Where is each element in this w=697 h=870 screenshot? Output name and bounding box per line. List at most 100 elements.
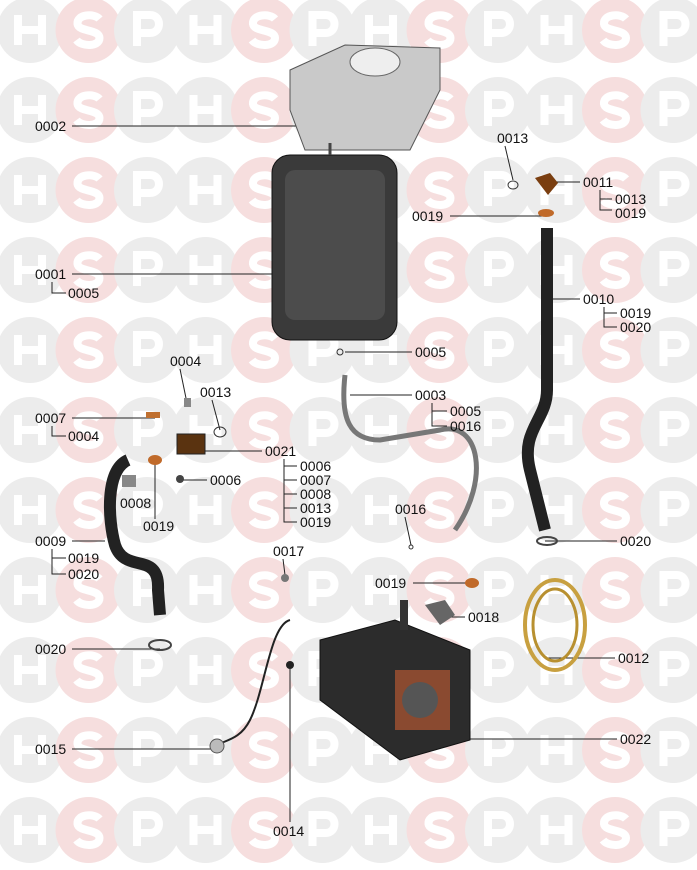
part-number-label[interactable]: 0004 bbox=[170, 353, 202, 369]
watermark-letter-shape bbox=[484, 331, 514, 366]
part-number-label[interactable]: 0017 bbox=[273, 543, 305, 559]
part-number-label[interactable]: 0004 bbox=[68, 428, 100, 444]
watermark-circle bbox=[172, 0, 239, 63]
watermark-circle bbox=[0, 0, 63, 63]
part-number-label[interactable]: 0015 bbox=[35, 741, 67, 757]
watermark-letter-shape bbox=[189, 495, 222, 525]
watermark-circle bbox=[582, 557, 648, 623]
part-number-label[interactable]: 0007 bbox=[35, 410, 67, 426]
part-number-label[interactable]: 0009 bbox=[35, 533, 67, 549]
watermark-circle bbox=[231, 637, 297, 703]
part-number-label[interactable]: 0019 bbox=[615, 205, 647, 221]
flexible-hose-0003 bbox=[341, 374, 479, 532]
watermark-circle bbox=[465, 77, 531, 143]
leader-lines bbox=[51, 125, 617, 822]
watermark-letter-shape bbox=[599, 171, 631, 209]
part-number-label[interactable]: 0001 bbox=[35, 266, 67, 282]
part-number-label[interactable]: 0007 bbox=[300, 472, 332, 488]
sensor-cable-0015 bbox=[209, 348, 414, 754]
watermark-letter-shape bbox=[189, 255, 222, 285]
part-number-label[interactable]: 0005 bbox=[68, 285, 100, 301]
watermark-letter-shape bbox=[484, 811, 514, 846]
watermark-letter-shape bbox=[540, 15, 573, 45]
part-number-label[interactable]: 0019 bbox=[300, 514, 332, 530]
watermark-letter-shape bbox=[599, 731, 631, 769]
watermark-circle bbox=[0, 717, 63, 783]
part-number-label[interactable]: 0013 bbox=[497, 130, 529, 146]
watermark-circle bbox=[640, 637, 697, 703]
watermark-letter-shape bbox=[73, 811, 104, 849]
watermark-circle bbox=[582, 317, 648, 383]
watermark-letter-shape bbox=[308, 731, 339, 766]
watermark-circle bbox=[582, 477, 648, 543]
part-number-label[interactable]: 0019 bbox=[412, 208, 444, 224]
watermark-circle bbox=[465, 0, 531, 63]
watermark-circle bbox=[465, 397, 531, 463]
watermark-letter-shape bbox=[189, 815, 222, 845]
part-number-label[interactable]: 0005 bbox=[415, 344, 447, 360]
watermark-circle bbox=[231, 557, 297, 623]
watermark-letter-shape bbox=[540, 735, 573, 765]
watermark-circle bbox=[114, 477, 180, 543]
part-number-label[interactable]: 0020 bbox=[620, 533, 652, 549]
part-number-label[interactable]: 0003 bbox=[415, 387, 447, 403]
part-number-label[interactable]: 0006 bbox=[300, 458, 332, 474]
watermark-letter-shape bbox=[599, 331, 631, 369]
part-number-label[interactable]: 0013 bbox=[300, 500, 332, 516]
watermark-letter-shape bbox=[73, 331, 104, 369]
watermark-circle bbox=[406, 237, 473, 303]
part-number-label[interactable]: 0020 bbox=[620, 319, 652, 335]
part-number-label[interactable]: 0013 bbox=[615, 191, 647, 207]
part-number-label[interactable]: 0021 bbox=[265, 443, 297, 459]
part-number-label[interactable]: 0012 bbox=[618, 650, 650, 666]
watermark-circle bbox=[582, 77, 648, 143]
part-number-label[interactable]: 0016 bbox=[395, 501, 427, 517]
watermark-letter-shape bbox=[189, 655, 222, 685]
watermark-letter-shape bbox=[14, 575, 46, 605]
watermark-circle bbox=[465, 637, 531, 703]
part-number-label[interactable]: 0022 bbox=[620, 731, 652, 747]
watermark-circle bbox=[114, 317, 180, 383]
part-number-label[interactable]: 0005 bbox=[450, 403, 482, 419]
part-number-label[interactable]: 0020 bbox=[68, 566, 100, 582]
part-number-label[interactable]: 0019 bbox=[375, 575, 407, 591]
watermark-circle bbox=[465, 557, 531, 623]
part-number-label[interactable]: 0019 bbox=[143, 518, 175, 534]
watermark-letter-shape bbox=[365, 575, 397, 605]
watermark-letter-shape bbox=[14, 655, 46, 685]
watermark-letter-shape bbox=[189, 335, 222, 365]
part-number-label[interactable]: 0019 bbox=[620, 305, 652, 321]
watermark-circle bbox=[231, 0, 297, 63]
watermark-letter-shape bbox=[659, 731, 690, 766]
part-number-label[interactable]: 0020 bbox=[35, 641, 67, 657]
watermark-circle bbox=[582, 0, 648, 63]
watermark-circle bbox=[582, 237, 648, 303]
watermark-letter-shape bbox=[14, 175, 46, 205]
watermark-circle bbox=[172, 317, 239, 383]
part-number-label[interactable]: 0008 bbox=[300, 486, 332, 502]
watermark-letter-shape bbox=[659, 651, 690, 686]
pipe-0009 bbox=[104, 412, 172, 651]
part-number-label[interactable]: 0006 bbox=[210, 472, 242, 488]
watermark-circle bbox=[0, 157, 63, 223]
watermark-letter-shape bbox=[189, 175, 222, 205]
part-number-label[interactable]: 0011 bbox=[583, 174, 614, 190]
part-number-label[interactable]: 0013 bbox=[200, 384, 232, 400]
part-number-label[interactable]: 0016 bbox=[450, 418, 482, 434]
part-number-label[interactable]: 0010 bbox=[583, 291, 615, 307]
watermark-letter-shape bbox=[424, 811, 455, 849]
part-number-label[interactable]: 0008 bbox=[120, 495, 152, 511]
watermark-circle bbox=[289, 477, 356, 543]
part-number-label[interactable]: 0014 bbox=[273, 823, 305, 839]
watermark-letter-shape bbox=[599, 91, 631, 129]
part-number-label[interactable]: 0002 bbox=[35, 118, 67, 134]
watermark-letter-shape bbox=[659, 91, 690, 126]
part-number-label[interactable]: 0019 bbox=[68, 550, 100, 566]
watermark-circle bbox=[55, 717, 122, 783]
watermark-circle bbox=[0, 477, 63, 543]
part-number-label[interactable]: 0018 bbox=[468, 609, 500, 625]
watermark-circle bbox=[231, 717, 297, 783]
expansion-vessel-cover bbox=[289, 44, 441, 151]
watermark-circle bbox=[172, 237, 239, 303]
